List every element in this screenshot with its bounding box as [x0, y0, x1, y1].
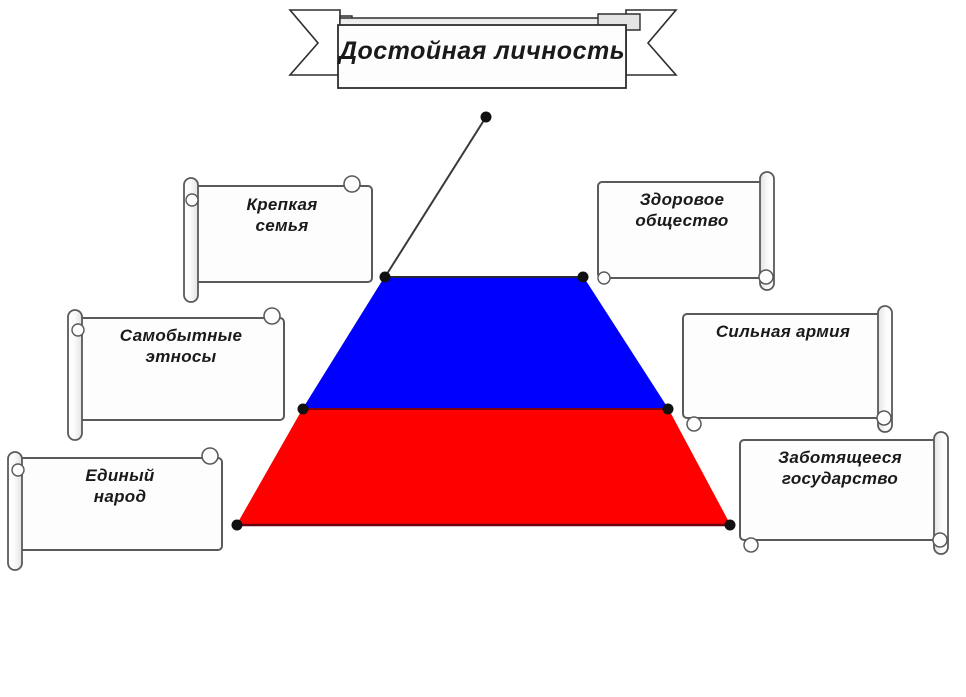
pyramid-vertex-dots: [231, 111, 736, 531]
scroll-curl-left-zabotyashcheesya-gosudarstvo: [743, 537, 759, 553]
vertex-dot-base-left: [231, 519, 243, 531]
scroll-roll-krepkaya-semya: [183, 177, 199, 303]
scroll-body-edinyy-narod: [17, 457, 223, 551]
vertex-dot-base-right: [724, 519, 736, 531]
scroll-curl-top-krepkaya-semya: [343, 175, 361, 193]
scroll-body-samobytnye-etnosy: [77, 317, 285, 421]
title-banner: [288, 9, 678, 89]
scroll-roll-zdorovoe-obshchestvo: [759, 171, 775, 291]
banner-left-tail: [288, 9, 341, 76]
scroll-curl-bottom-edinyy-narod: [11, 463, 25, 477]
scroll-silnaya-armiya[interactable]: [682, 305, 893, 433]
scroll-zabotyashcheesya-gosudarstvo[interactable]: [739, 431, 949, 555]
pyramid-apex: [383, 116, 583, 278]
scroll-curl-left-silnaya-armiya: [686, 416, 702, 432]
scroll-curl-bottom-silnaya-armiya: [876, 410, 892, 426]
vertex-dot-apex: [480, 111, 492, 123]
scroll-curl-bottom-samobytnye-etnosy: [71, 323, 85, 337]
scroll-body-krepkaya-semya: [191, 185, 373, 283]
scroll-krepkaya-semya[interactable]: [183, 175, 373, 303]
pyramid-band-base: [236, 408, 731, 527]
scroll-roll-samobytnye-etnosy: [67, 309, 83, 441]
vertex-dot-upper-left: [379, 271, 391, 283]
scroll-zdorovoe-obshchestvo[interactable]: [597, 171, 775, 291]
scroll-curl-bottom-krepkaya-semya: [185, 193, 199, 207]
pyramid-apex-triangle: [383, 116, 583, 278]
vertex-dot-mid-left: [297, 403, 309, 415]
scroll-edinyy-narod[interactable]: [7, 447, 223, 571]
scroll-curl-top-edinyy-narod: [201, 447, 219, 465]
scroll-curl-top-samobytnye-etnosy: [263, 307, 281, 325]
vertex-dot-upper-right: [577, 271, 589, 283]
scroll-body-zdorovoe-obshchestvo: [597, 181, 767, 279]
pyramid-band-middle: [302, 276, 669, 410]
scroll-curl-bottom-zabotyashcheesya-gosudarstvo: [932, 532, 948, 548]
vertex-dot-mid-right: [662, 403, 674, 415]
scroll-curl-top-zdorovoe-obshchestvo: [597, 271, 611, 285]
banner-body: [337, 24, 627, 89]
scroll-samobytnye-etnosy[interactable]: [67, 307, 285, 441]
scroll-body-silnaya-armiya: [682, 313, 884, 419]
scroll-body-zabotyashcheesya-gosudarstvo: [739, 439, 941, 541]
scroll-roll-edinyy-narod: [7, 451, 23, 571]
pyramid-red-trapezoid: [236, 408, 731, 526]
scroll-roll-silnaya-armiya: [877, 305, 893, 433]
scroll-roll-zabotyashcheesya-gosudarstvo: [933, 431, 949, 555]
pyramid-blue-trapezoid: [302, 276, 669, 410]
scroll-curl-bottom-zdorovoe-obshchestvo: [758, 269, 774, 285]
